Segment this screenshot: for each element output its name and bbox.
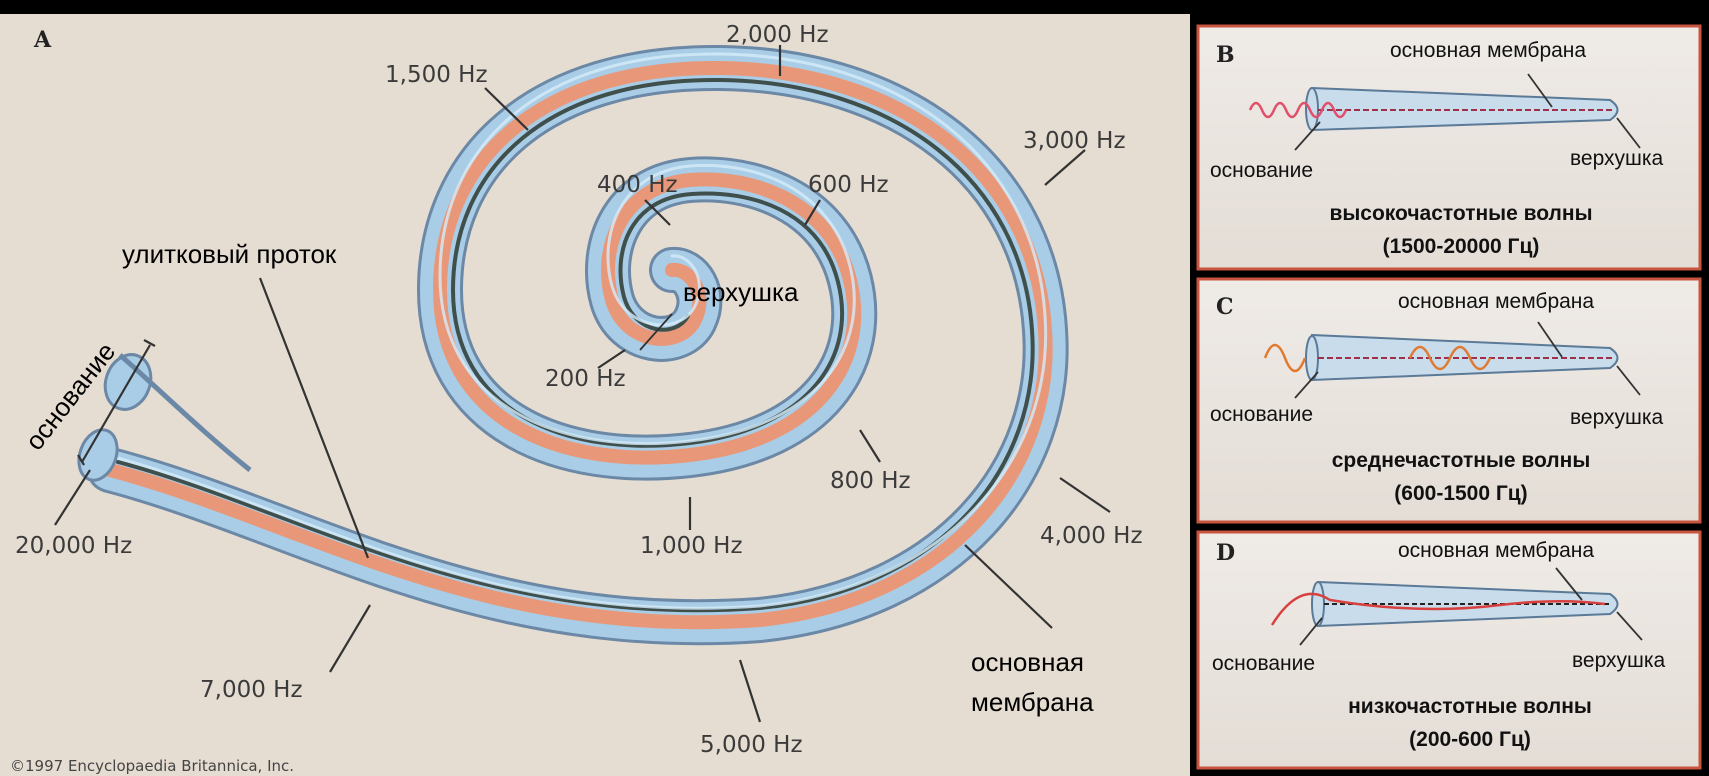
panel-c-title-line2: (600-1500 Гц) — [1394, 482, 1527, 505]
panel-c-apex-label: верхушка — [1570, 406, 1664, 429]
label-3000-hz: 3,000 Hz — [1023, 128, 1126, 154]
panel-c-title-line1: среднечастотные волны — [1332, 449, 1591, 472]
panel-b-title-line1: высокочастотные волны — [1329, 202, 1592, 225]
label-1500-hz: 1,500 Hz — [385, 62, 488, 88]
panel-letter-a: A — [33, 27, 52, 53]
panel-b-membrane-label: основная мембрана — [1390, 39, 1586, 62]
panel-b-base-label: основание — [1210, 159, 1313, 182]
panel-b-apex-label: верхушка — [1570, 147, 1664, 170]
label-4000-hz: 4,000 Hz — [1040, 523, 1143, 549]
panel-letter-c: C — [1216, 294, 1234, 320]
label-1000-hz: 1,000 Hz — [640, 533, 743, 559]
main-diagram: A 20,000 Hz 7,000 Hz 5,000 Hz 4,000 Hz 3… — [0, 14, 1190, 776]
label-400-hz: 400 Hz — [597, 172, 678, 198]
panel-d-apex-label: верхушка — [1572, 649, 1666, 672]
label-5000-hz: 5,000 Hz — [700, 732, 803, 758]
label-2000-hz: 2,000 Hz — [726, 22, 829, 48]
label-600-hz: 600 Hz — [808, 172, 889, 198]
panel-letter-b: B — [1216, 42, 1235, 68]
panel-c-base-label: основание — [1210, 403, 1313, 426]
panel-d: D основная мембрана основание верхушка н… — [1198, 532, 1700, 768]
label-apex: верхушка — [683, 277, 799, 307]
copyright-notice: ©1997 Encyclopaedia Britannica, Inc. — [10, 757, 294, 775]
label-basilar-membrane-line2: мембрана — [971, 687, 1094, 717]
label-800-hz: 800 Hz — [830, 468, 911, 494]
panel-letter-d: D — [1216, 540, 1235, 566]
panel-d-membrane-label: основная мембрана — [1398, 539, 1594, 562]
label-7000-hz: 7,000 Hz — [200, 677, 303, 703]
panel-b: B основная мембрана основание верхушка в… — [1198, 26, 1700, 269]
panel-d-title-line2: (200-600 Гц) — [1409, 728, 1531, 751]
panel-d-title-line1: низкочастотные волны — [1348, 695, 1592, 718]
panel-c: C основная мембрана основание верхушка с… — [1198, 279, 1700, 522]
label-cochlear-duct: улитковый проток — [122, 239, 337, 269]
label-basilar-membrane-line1: основная — [971, 647, 1084, 677]
panel-d-base-label: основание — [1212, 652, 1315, 675]
panel-b-title-line2: (1500-20000 Гц) — [1383, 235, 1540, 258]
panel-c-membrane-label: основная мембрана — [1398, 290, 1594, 313]
label-200-hz: 200 Hz — [545, 366, 626, 392]
label-20000-hz: 20,000 Hz — [15, 533, 132, 559]
